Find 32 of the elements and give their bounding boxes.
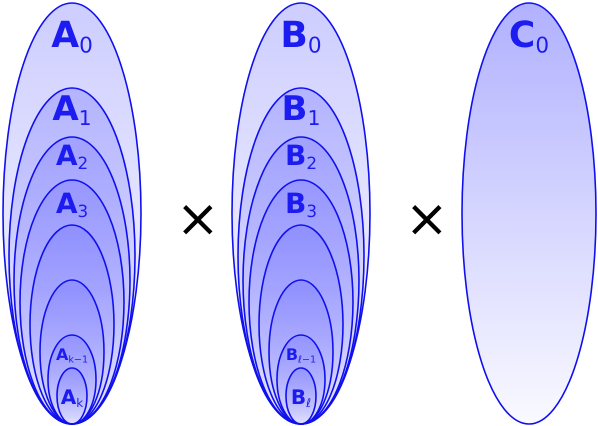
set-ellipse: [30, 225, 114, 424]
set-ellipse: [14, 137, 130, 424]
set-ellipse: [243, 137, 359, 424]
set-label: B$_{ℓ}$: [290, 387, 312, 409]
set-ellipse: [277, 335, 325, 424]
set-ellipse: [40, 280, 104, 424]
set-ellipse: [462, 3, 596, 424]
set-label: B$_{2}$: [284, 142, 318, 172]
set-ellipse: [249, 180, 353, 424]
set-ellipse: [20, 180, 124, 424]
set-label: B$_{1}$: [282, 92, 320, 128]
set-ellipse: [48, 335, 96, 424]
set-ellipse: [57, 368, 87, 424]
set-label: A$_{3}$: [56, 190, 88, 220]
set-label: B$_{0}$: [280, 18, 322, 57]
set-label: C$_{0}$: [508, 18, 550, 57]
set-label: A$_{k−1}$: [56, 347, 88, 365]
set-ellipse: [3, 3, 141, 424]
set-ellipse: [269, 280, 333, 424]
set-label: B$_{ℓ−1}$: [286, 347, 316, 365]
set-ellipse: [9, 88, 135, 424]
set-ellipse: [259, 225, 343, 424]
set-ellipse: [286, 368, 316, 424]
times-sign: ×: [405, 193, 449, 245]
set-label: B$_{3}$: [284, 190, 318, 220]
set-label: A$_{k}$: [60, 387, 84, 409]
set-label: A$_{1}$: [52, 92, 92, 128]
times-sign: ×: [176, 193, 220, 245]
set-label: A$_{0}$: [51, 18, 93, 57]
set-ellipse: [232, 3, 370, 424]
set-ellipse: [238, 88, 364, 424]
set-label: A$_{2}$: [56, 142, 88, 172]
